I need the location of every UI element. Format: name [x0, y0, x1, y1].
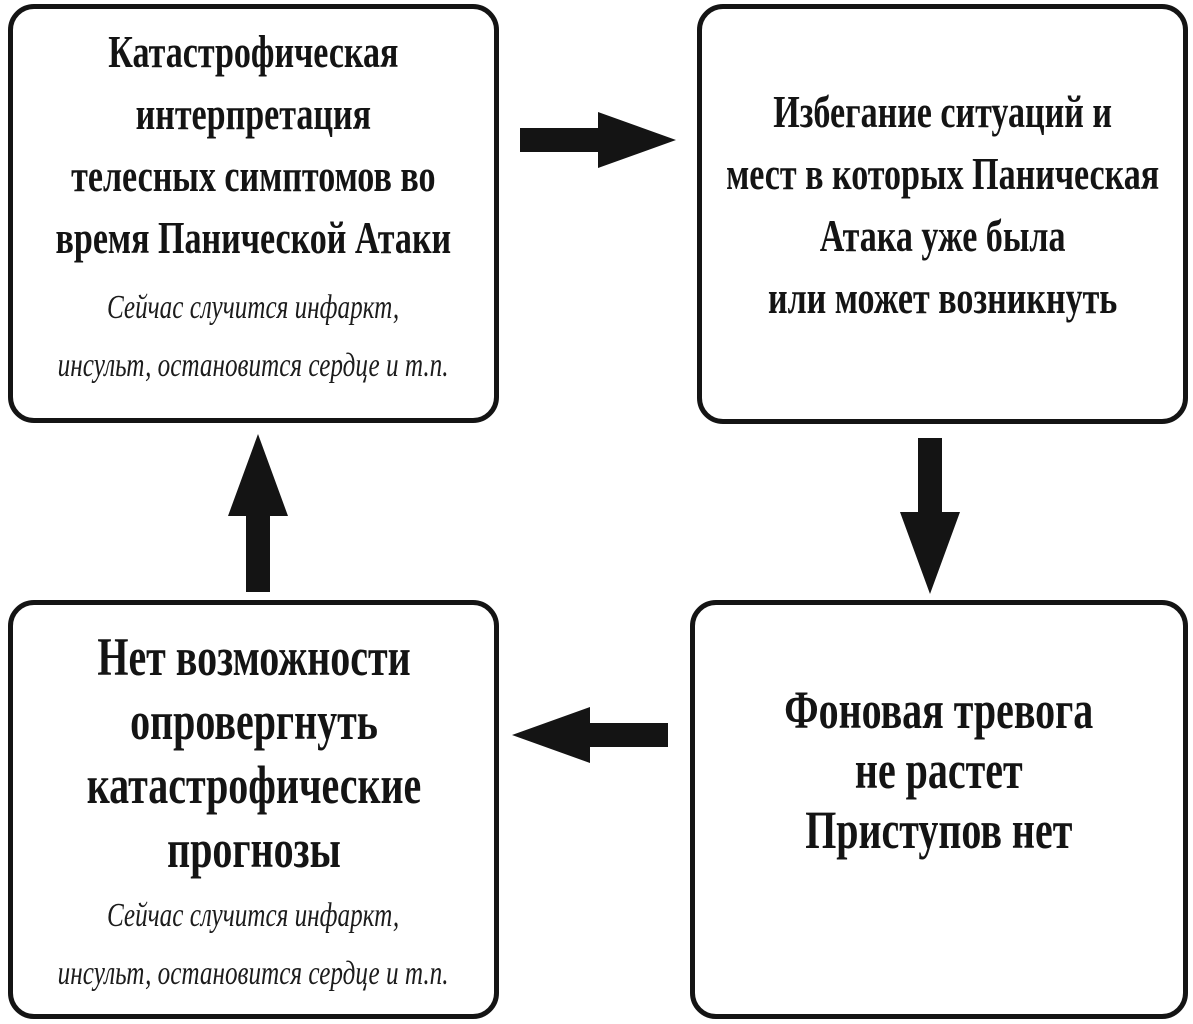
box-heading: Избегание ситуаций и мест в которых Пани…: [726, 81, 1159, 329]
box-no-disproof: Нет возможности опровергнуть катастрофич…: [8, 600, 499, 1019]
box-heading: Катастрофическая интерпретация телесных …: [56, 21, 452, 269]
arrow-left-icon: [512, 707, 668, 763]
heading-line: мест в которых Паническая: [725, 148, 1160, 199]
arrow-right-icon: [520, 112, 676, 168]
arrow-up-icon: [228, 434, 288, 592]
heading-line: Приступов нет: [805, 800, 1073, 860]
box-catastrophic-interpretation: Катастрофическая интерпретация телесных …: [8, 4, 499, 423]
box-heading: Нет возможности опровергнуть катастрофич…: [86, 625, 420, 881]
note-line: инсульт, остановится сердце и т.п.: [58, 347, 449, 384]
heading-line: опровергнуть: [129, 691, 378, 751]
note-line: Сейчас случится инфаркт,: [107, 897, 400, 934]
heading-line: Катастрофическая: [108, 26, 399, 77]
heading-line: прогнозы: [166, 819, 341, 879]
heading-line: телесных симптомов во: [71, 150, 436, 201]
heading-line: время Панической Атаки: [55, 212, 452, 263]
box-note: Сейчас случится инфаркт, инсульт, остано…: [58, 887, 449, 1003]
heading-line: Атака уже была: [819, 210, 1066, 261]
heading-line: или может возникнуть: [767, 272, 1118, 323]
box-background-anxiety: Фоновая тревога не растет Приступов нет: [690, 600, 1188, 1019]
box-heading: Фоновая тревога не растет Приступов нет: [785, 680, 1094, 860]
heading-line: Фоновая тревога: [784, 680, 1094, 740]
heading-line: катастрофические: [86, 755, 421, 815]
arrow-down-icon: [900, 438, 960, 594]
heading-line: интерпретация: [135, 88, 372, 139]
note-line: Сейчас случится инфаркт,: [107, 289, 400, 326]
box-note: Сейчас случится инфаркт, инсульт, остано…: [58, 279, 449, 395]
heading-line: не растет: [855, 740, 1023, 800]
heading-line: Избегание ситуаций и: [773, 86, 1112, 137]
heading-line: Нет возможности: [96, 627, 411, 687]
box-avoidance: Избегание ситуаций и мест в которых Пани…: [697, 4, 1188, 424]
note-line: инсульт, остановится сердце и т.п.: [58, 955, 449, 992]
